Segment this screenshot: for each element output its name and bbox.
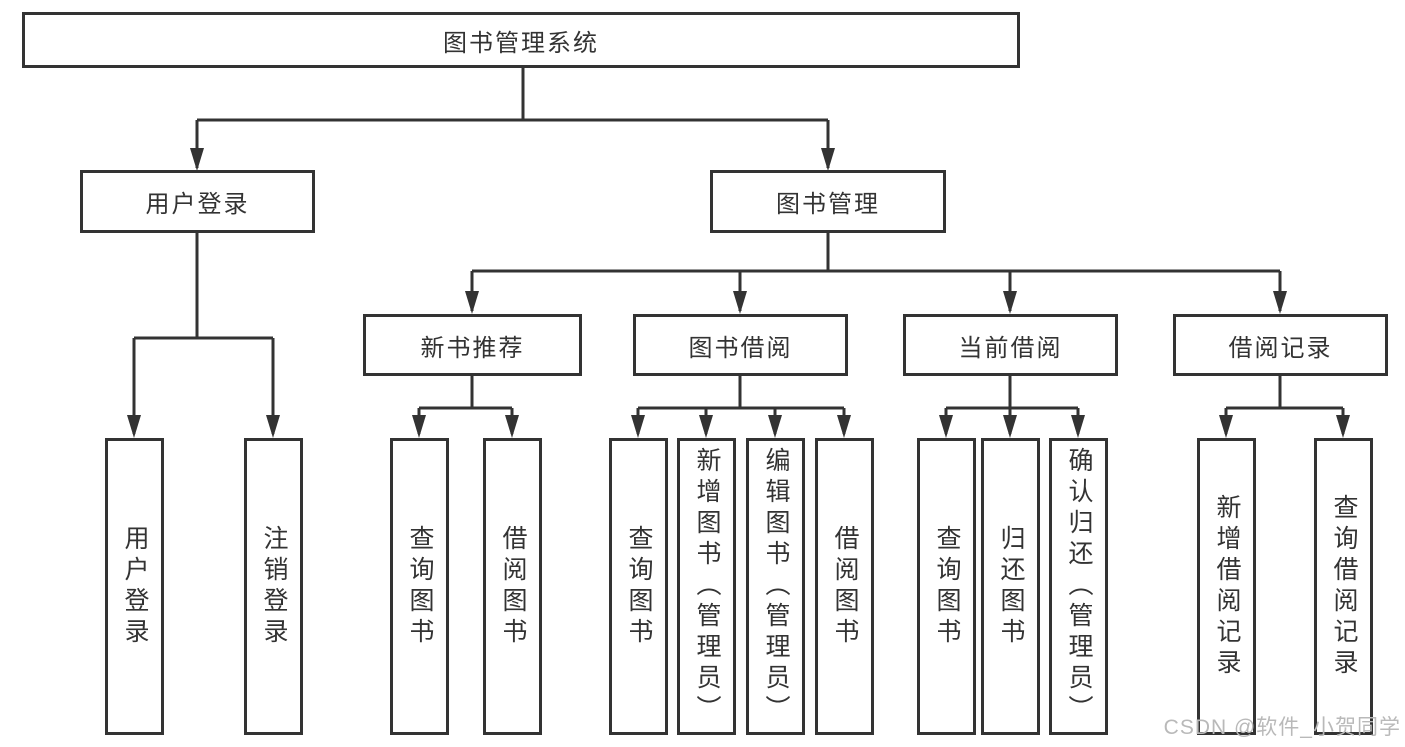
leaf-user-login-label: 用户登录 [121,524,149,649]
node-current-borrow-label: 当前借阅 [958,334,1063,362]
leaf-borrow-books-recommend-label: 借阅图书 [499,524,527,649]
leaf-query-books-current-label: 查询图书 [933,524,961,649]
node-new-book-recommend: 新书推荐 [363,314,582,376]
node-root-title: 图书管理系统 [22,12,1020,68]
leaf-add-books-admin-label: 新增图书（管理员） [693,447,721,726]
leaf-query-books-recommend: 查询图书 [390,438,449,735]
node-borrow-records-label: 借阅记录 [1228,334,1333,362]
leaf-return-books-label: 归还图书 [997,524,1025,649]
leaf-borrow-books: 借阅图书 [815,438,874,735]
leaf-edit-books-admin-label: 编辑图书（管理员） [762,447,790,726]
leaf-logout-label: 注销登录 [260,524,288,649]
node-user-login-label: 用户登录 [145,191,250,218]
node-book-borrow: 图书借阅 [633,314,848,376]
leaf-user-login: 用户登录 [105,438,164,735]
node-new-book-recommend-label: 新书推荐 [420,334,525,362]
leaf-add-borrow-record: 新增借阅记录 [1197,438,1256,735]
node-borrow-records: 借阅记录 [1173,314,1388,376]
leaf-confirm-return-admin: 确认归还（管理员） [1049,438,1108,735]
leaf-query-borrow-record-label: 查询借阅记录 [1330,493,1358,680]
leaf-borrow-books-label: 借阅图书 [831,524,859,649]
leaf-query-books-recommend-label: 查询图书 [406,524,434,649]
csdn-watermark: CSDN @软件_小贺同学 [1163,716,1401,739]
leaf-add-borrow-record-label: 新增借阅记录 [1213,493,1241,680]
leaf-add-books-admin: 新增图书（管理员） [677,438,736,735]
node-current-borrow: 当前借阅 [903,314,1118,376]
leaf-query-books-borrow-label: 查询图书 [625,524,653,649]
leaf-query-books-borrow: 查询图书 [609,438,668,735]
node-user-login: 用户登录 [80,170,315,233]
leaf-return-books: 归还图书 [981,438,1040,735]
leaf-edit-books-admin: 编辑图书（管理员） [746,438,805,735]
node-root-label: 图书管理系统 [443,29,599,57]
leaf-borrow-books-recommend: 借阅图书 [483,438,542,735]
node-book-management-label: 图书管理 [776,191,880,218]
node-book-borrow-label: 图书借阅 [688,334,793,362]
leaf-query-books-current: 查询图书 [917,438,976,735]
node-book-management: 图书管理 [710,170,946,233]
tree-edges [132,68,1345,434]
leaf-query-borrow-record: 查询借阅记录 [1314,438,1373,735]
leaf-logout: 注销登录 [244,438,303,735]
leaf-confirm-return-admin-label: 确认归还（管理员） [1065,447,1093,726]
